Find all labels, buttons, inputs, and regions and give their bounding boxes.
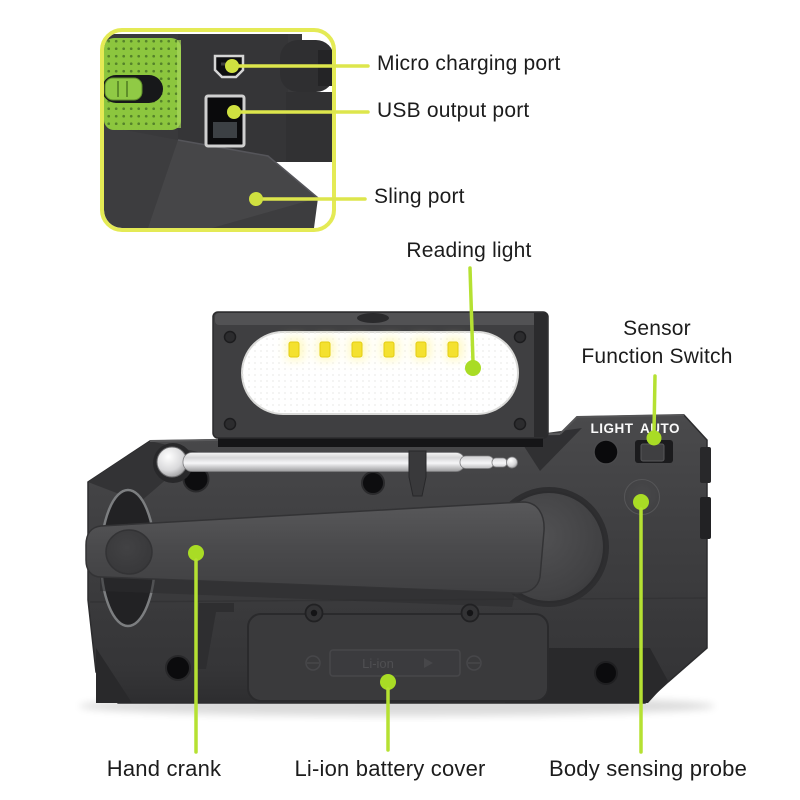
battery-plate-marking: Li-ion [362, 656, 394, 671]
battery-emboss-plate [329, 649, 461, 677]
antenna-segment [491, 457, 508, 468]
panel-notch [357, 313, 389, 323]
usb-a-tongue [213, 122, 237, 138]
panel-screw [223, 417, 237, 431]
inset-flank-facet [148, 140, 318, 228]
reading-light-panel [212, 311, 549, 447]
inset-knob-step [318, 50, 332, 86]
led-chip [415, 341, 427, 358]
panel-screw [513, 417, 527, 431]
battery-cover: Li-ion [247, 603, 549, 702]
switch-knob [640, 443, 665, 462]
crank-thumb-dimple [105, 529, 153, 575]
label-sensor-line1: Sensor [623, 317, 691, 340]
callouts [188, 59, 662, 754]
callout-line-reading-light [468, 266, 475, 364]
side-clip [700, 497, 711, 539]
label-reading-light: Reading light [406, 239, 532, 262]
body-mark-seven [196, 603, 234, 669]
label-sensor-line2: Function Switch [581, 345, 733, 368]
callout-line-sensor-function-switch [652, 374, 657, 434]
antenna-ball [156, 446, 188, 478]
label-usb-output-port: USB output port [377, 99, 530, 122]
product-inset-view [100, 28, 336, 232]
panel-side-face [534, 313, 547, 437]
emboss-screw-icon [466, 655, 482, 671]
callout-dot-battery-cover [380, 674, 396, 690]
led-chip [319, 341, 331, 358]
callout-dot-sensor-function-switch [646, 430, 662, 446]
callout-dot-body-sensing-probe [633, 494, 649, 510]
light-mode-marking: LIGHT [591, 421, 634, 436]
led-chip [351, 341, 363, 358]
crank-arm [85, 501, 545, 594]
hand-crank [85, 487, 609, 628]
body-edge-highlight-2 [559, 414, 685, 435]
sensor-function-switch [635, 440, 673, 463]
label-micro-charging-port: Micro charging port [377, 52, 561, 75]
screw-hole [361, 471, 385, 495]
led-chip [383, 341, 395, 358]
led-array [286, 338, 463, 360]
label-sling-port: Sling port [374, 185, 465, 208]
callout-dot-reading-light [465, 360, 481, 376]
emboss-screw-icon [305, 655, 321, 671]
inset-right-block [286, 92, 332, 162]
battery-plate-arrow [424, 658, 433, 668]
panel-screw [513, 330, 527, 344]
side-clip [700, 447, 711, 483]
antenna-tip [506, 456, 518, 469]
callout-dot-usb-output-port [227, 105, 241, 119]
label-body-sensing-probe: Body sensing probe [548, 756, 748, 781]
led-chip [288, 341, 300, 358]
slider-switch [104, 75, 163, 103]
screw-hole [594, 661, 618, 685]
antenna [153, 443, 518, 497]
cover-screw-slot [310, 609, 318, 617]
body-foot-left [96, 648, 132, 703]
label-li-ion-battery-cover: Li-ion battery cover [294, 756, 486, 781]
callout-dot-sling-port [249, 192, 263, 206]
crank-arm-shadow [100, 577, 515, 607]
light-mode-button [593, 439, 619, 465]
led-chip [447, 341, 459, 358]
antenna-segment [459, 455, 495, 469]
label-hand-crank: Hand crank [106, 756, 222, 781]
screw-hole [165, 655, 191, 681]
usb-a-port [204, 94, 246, 148]
cover-screw-slot [466, 609, 474, 617]
label-sensor-function-switch: Sensor Function Switch [581, 315, 732, 371]
panel-screw [223, 330, 237, 344]
callout-dot-micro-charging-port [225, 59, 239, 73]
inset-border [100, 28, 336, 232]
antenna-clip [408, 450, 427, 497]
callout-dot-hand-crank [188, 545, 204, 561]
slider-knob [104, 77, 143, 101]
